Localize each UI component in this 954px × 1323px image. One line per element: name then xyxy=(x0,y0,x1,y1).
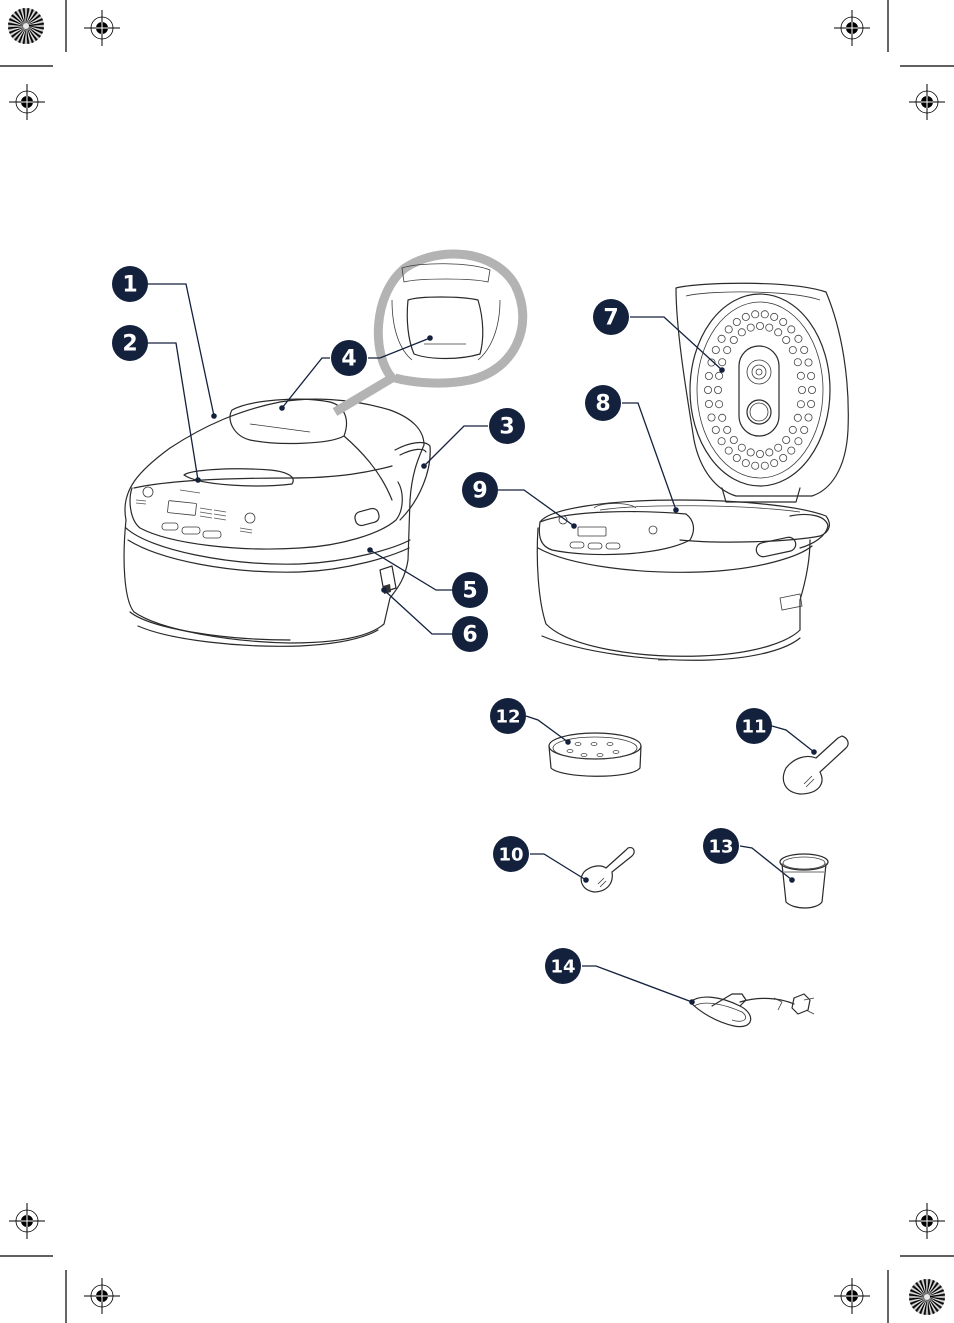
rice-paddle-illustration xyxy=(782,735,849,795)
color-wheel-icon xyxy=(8,8,44,44)
svg-text:3: 3 xyxy=(499,415,514,440)
callout-6: 6 xyxy=(452,616,488,652)
small-spoon-illustration xyxy=(580,847,635,893)
callout-4: 4 xyxy=(331,340,367,376)
callout-7: 7 xyxy=(593,299,629,335)
svg-text:6: 6 xyxy=(462,623,477,648)
callout-13: 13 xyxy=(703,828,739,864)
callout-5: 5 xyxy=(452,572,488,608)
svg-text:8: 8 xyxy=(595,392,610,417)
registration-mark-icon xyxy=(834,1278,870,1314)
svg-text:2: 2 xyxy=(122,332,137,357)
open-cooker-illustration xyxy=(536,282,849,661)
svg-text:4: 4 xyxy=(341,347,356,372)
svg-text:11: 11 xyxy=(741,717,766,738)
registration-mark-icon xyxy=(909,1203,945,1239)
callout-2: 2 xyxy=(112,325,148,361)
registration-mark-icon xyxy=(9,1203,45,1239)
callout-12: 12 xyxy=(490,698,526,734)
leader-lines xyxy=(148,283,817,1005)
svg-text:7: 7 xyxy=(603,306,618,331)
svg-text:14: 14 xyxy=(550,957,575,978)
magnifier-detail xyxy=(332,249,528,416)
registration-mark-icon xyxy=(909,84,945,120)
registration-mark-icon xyxy=(834,10,870,46)
svg-text:12: 12 xyxy=(495,707,520,728)
registration-mark-icon xyxy=(84,1278,120,1314)
power-cord-illustration xyxy=(689,993,815,1028)
svg-text:5: 5 xyxy=(462,579,477,604)
callout-14: 14 xyxy=(545,948,581,984)
registration-mark-icon xyxy=(9,84,45,120)
callout-1: 1 xyxy=(112,266,148,302)
svg-text:13: 13 xyxy=(708,837,733,858)
steam-basket-illustration xyxy=(548,732,642,777)
callout-11: 11 xyxy=(736,708,772,744)
color-wheel-icon xyxy=(909,1279,945,1315)
closed-cooker-illustration xyxy=(123,398,431,647)
svg-text:9: 9 xyxy=(472,479,487,504)
callouts: 1 2 3 4 5 6 7 8 9 10 11 12 13 14 xyxy=(112,266,772,984)
svg-text:1: 1 xyxy=(122,273,137,298)
callout-9: 9 xyxy=(462,472,498,508)
registration-mark-icon xyxy=(84,10,120,46)
svg-text:10: 10 xyxy=(498,845,523,866)
callout-3: 3 xyxy=(489,408,525,444)
callout-10: 10 xyxy=(493,836,529,872)
measuring-cup-illustration xyxy=(779,853,829,909)
callout-8: 8 xyxy=(585,385,621,421)
